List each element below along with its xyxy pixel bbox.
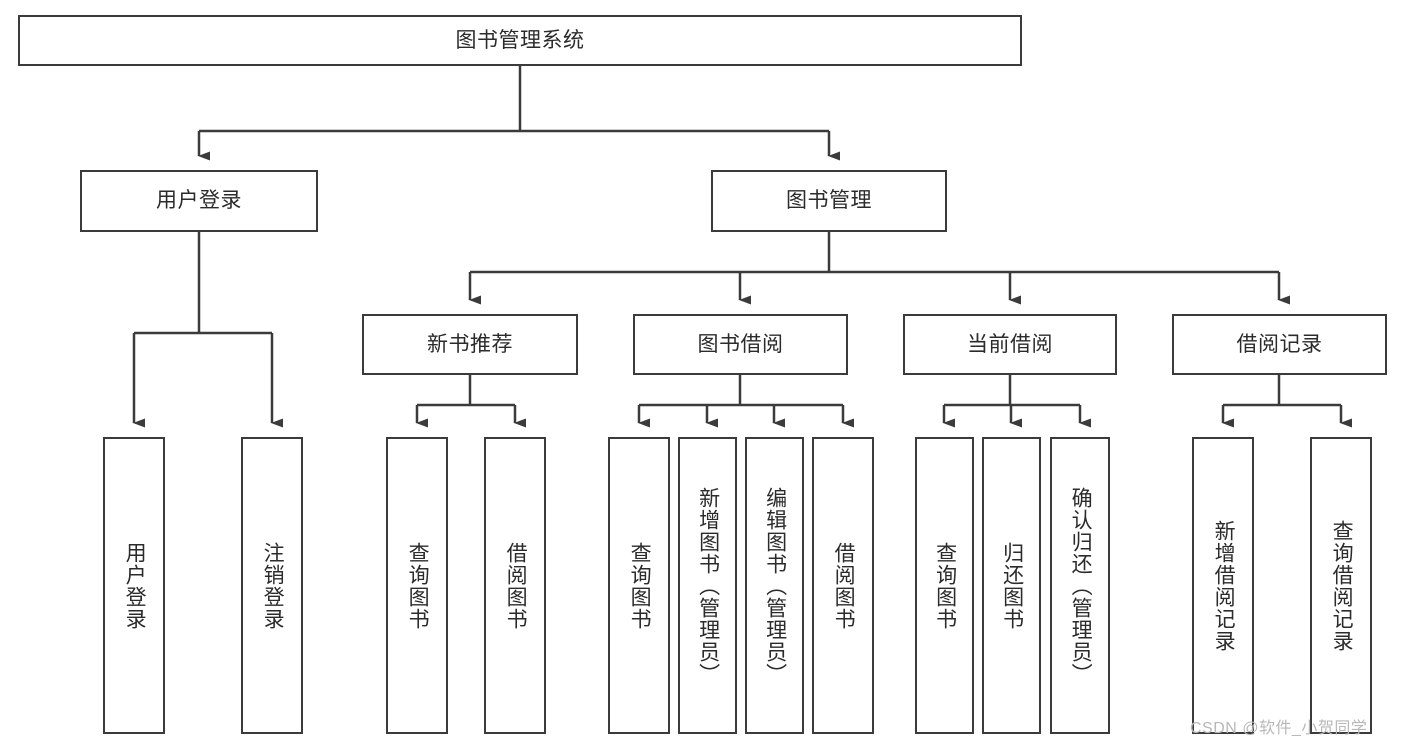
node-label: 图书借阅 xyxy=(697,332,784,356)
node-leaf-user-logout[interactable]: 注销登录 xyxy=(241,437,303,734)
connector-root-to-level2 xyxy=(197,66,840,161)
node-book-borrowing[interactable]: 图书借阅 xyxy=(633,314,848,375)
node-label: 编辑图书（管理员） xyxy=(763,486,787,685)
node-current-borrowing[interactable]: 当前借阅 xyxy=(903,314,1117,375)
connector-userlogin-to-leaves xyxy=(132,232,283,428)
node-label: 用户登录 xyxy=(123,541,147,630)
node-label: 注销登录 xyxy=(261,541,285,630)
node-leaf-current-query-book[interactable]: 查询图书 xyxy=(915,437,974,734)
node-label: 查询借阅记录 xyxy=(1330,519,1354,652)
node-label: 查询图书 xyxy=(406,541,430,630)
node-user-login[interactable]: 用户登录 xyxy=(80,170,318,232)
node-label: 图书管理 xyxy=(786,189,872,213)
node-leaf-rec-query-book[interactable]: 查询图书 xyxy=(386,437,448,734)
node-leaf-borrow-query-book[interactable]: 查询图书 xyxy=(608,437,670,734)
connector-bookborrow-to-leaves xyxy=(637,375,854,428)
node-borrowing-record[interactable]: 借阅记录 xyxy=(1172,314,1387,375)
node-new-book-recommendation[interactable]: 新书推荐 xyxy=(362,314,578,375)
connector-currentborrow-to-leaves xyxy=(942,375,1091,428)
node-leaf-current-return-book[interactable]: 归还图书 xyxy=(982,437,1041,734)
node-label: 借阅图书 xyxy=(832,541,856,630)
node-leaf-record-query-record[interactable]: 查询借阅记录 xyxy=(1310,437,1372,734)
connector-newbookrec-to-leaves xyxy=(415,375,526,428)
node-label: 查询图书 xyxy=(628,541,652,630)
node-leaf-record-add-record[interactable]: 新增借阅记录 xyxy=(1192,437,1254,734)
node-label: 确认归还（管理员） xyxy=(1069,486,1093,685)
node-leaf-user-login[interactable]: 用户登录 xyxy=(103,437,165,734)
node-leaf-borrow-add-book-admin[interactable]: 新增图书（管理员） xyxy=(678,437,737,734)
node-label: 当前借阅 xyxy=(967,332,1053,356)
node-label: 新书推荐 xyxy=(427,332,513,356)
node-leaf-borrow-edit-book-admin[interactable]: 编辑图书（管理员） xyxy=(745,437,804,734)
connector-borrowrecord-to-leaves xyxy=(1221,375,1352,428)
csdn-watermark: CSDN @软件_小贺同学 xyxy=(1190,720,1368,737)
node-label: 新增借阅记录 xyxy=(1212,519,1236,652)
node-label: 图书管理系统 xyxy=(455,28,585,52)
node-book-management[interactable]: 图书管理 xyxy=(711,170,947,232)
node-leaf-current-confirm-return-admin[interactable]: 确认归还（管理员） xyxy=(1050,437,1110,734)
node-label: 用户登录 xyxy=(156,189,242,213)
node-label: 新增图书（管理员） xyxy=(696,486,720,685)
node-label: 归还图书 xyxy=(1000,541,1024,630)
node-label: 借阅图书 xyxy=(504,541,528,630)
node-leaf-borrow-borrow-book[interactable]: 借阅图书 xyxy=(812,437,874,734)
node-root-system[interactable]: 图书管理系统 xyxy=(18,15,1022,66)
node-leaf-rec-borrow-book[interactable]: 借阅图书 xyxy=(484,437,546,734)
node-label: 查询图书 xyxy=(933,541,957,630)
connector-bookmanage-to-level3 xyxy=(468,232,1290,305)
node-label: 借阅记录 xyxy=(1236,332,1323,356)
